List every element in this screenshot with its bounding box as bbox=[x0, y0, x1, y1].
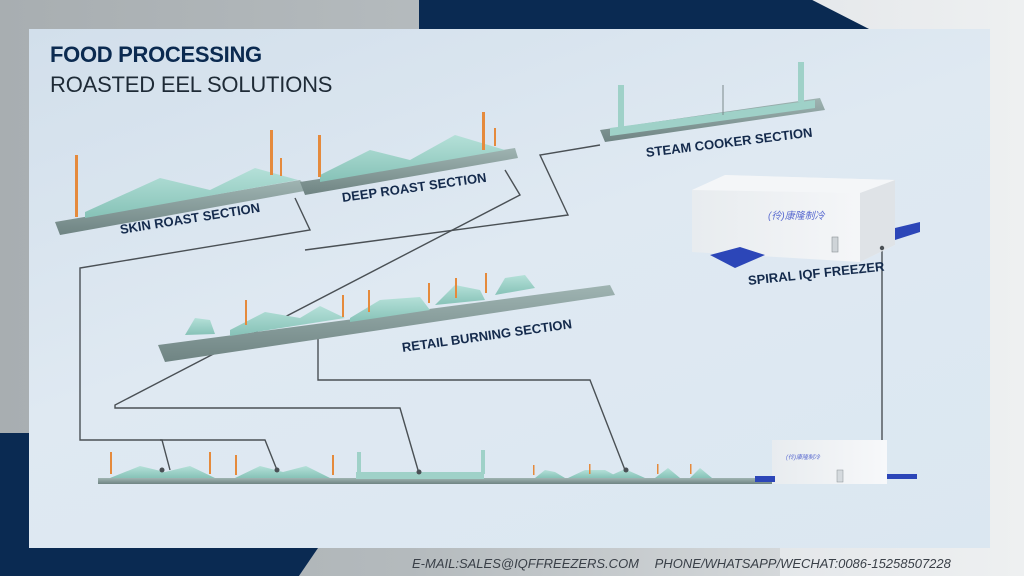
contact-phone: PHONE/WHATSAPP/WECHAT:0086-15258507228 bbox=[654, 556, 951, 571]
contact-email: E-MAIL:SALES@IQFFREEZERS.COM bbox=[412, 556, 640, 571]
deep-roast-machine bbox=[300, 112, 518, 195]
connector-lines bbox=[79, 144, 883, 471]
connector-skin-to-bottom bbox=[79, 197, 312, 471]
steam-cooker-machine bbox=[600, 62, 825, 142]
retail-burning-machine bbox=[158, 273, 615, 362]
spiral-freezer-machine bbox=[692, 175, 920, 268]
page-subtitle: ROASTED EEL SOLUTIONS bbox=[50, 72, 333, 97]
connector-deep-bottom bbox=[160, 439, 278, 471]
skin-roast-machine bbox=[55, 130, 310, 235]
full-production-line bbox=[98, 440, 917, 484]
page-title: FOOD PROCESSING bbox=[50, 42, 262, 67]
connector-steam-to-retail bbox=[304, 144, 601, 251]
bottom-freezer-brand-logo: (彾)康隆制冷 bbox=[786, 455, 820, 461]
contact-footer: E-MAIL:SALES@IQFFREEZERS.COM PHONE/WHATS… bbox=[412, 556, 963, 571]
freezer-brand-logo: (彾)康隆制冷 bbox=[768, 211, 825, 222]
navy-band-top bbox=[419, 0, 871, 30]
navy-band-bottom bbox=[0, 548, 318, 576]
connector-deep-to-bottom bbox=[114, 169, 521, 471]
connector-retail-to-bottom bbox=[317, 325, 626, 471]
